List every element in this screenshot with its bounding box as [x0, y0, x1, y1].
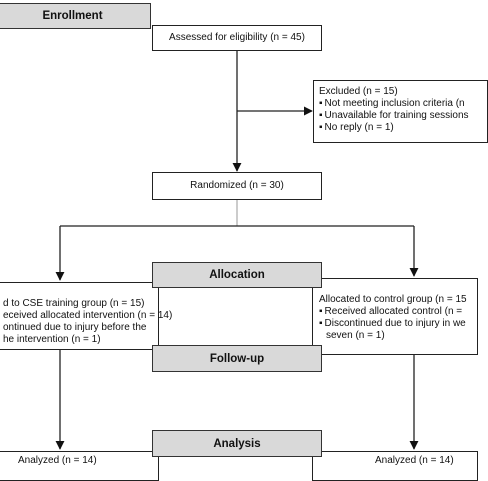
- consort-flow-diagram: Enrollment Assessed for eligibility (n =…: [0, 0, 474, 474]
- stage-enrollment-label: Enrollment: [42, 10, 103, 22]
- stage-followup-label: Follow-up: [209, 352, 265, 365]
- control-continuation-text: seven (n = 1): [326, 330, 385, 341]
- control-allocation-box: Allocated to control group (n = 15 Recei…: [312, 278, 478, 355]
- intervention-detail-line: he intervention (n = 1): [3, 334, 101, 345]
- control-allocated-text: Allocated to control group (n = 15: [319, 294, 467, 305]
- assessed-text: Assessed for eligibility (n = 45): [169, 32, 305, 43]
- randomized-text: Randomized (n = 30): [190, 180, 284, 191]
- intervention-allocated-text: d to CSE training group (n = 15): [3, 298, 145, 309]
- stage-analysis-label: Analysis: [213, 437, 261, 450]
- intervention-analyzed-box: Analyzed (n = 14): [0, 451, 159, 481]
- control-analyzed-box: Analyzed (n = 14): [312, 451, 478, 481]
- excluded-item: No reply (n = 1): [319, 122, 487, 134]
- stage-followup: Follow-up: [152, 345, 322, 372]
- intervention-allocation-box: d to CSE training group (n = 15) eceived…: [0, 282, 173, 350]
- intervention-detail-line: ontinued due to injury before the: [3, 322, 147, 333]
- control-item: Received allocated control (n =: [319, 306, 477, 318]
- excluded-list: Not meeting inclusion criteria (n Unavai…: [319, 98, 487, 134]
- excluded-item: Not meeting inclusion criteria (n: [319, 98, 487, 110]
- connector-lines: [55, 51, 419, 450]
- excluded-box: Excluded (n = 15) Not meeting inclusion …: [313, 80, 488, 143]
- stage-analysis: Analysis: [152, 430, 322, 457]
- stage-allocation-label: Allocation: [209, 269, 265, 281]
- intervention-detail-line: eceived allocated intervention (n = 14): [3, 310, 173, 321]
- stage-enrollment: Enrollment: [0, 3, 151, 29]
- excluded-title: Excluded (n = 15): [319, 86, 398, 97]
- control-item: Discontinued due to injury in we: [319, 318, 477, 330]
- control-analyzed-text: Analyzed (n = 14): [375, 455, 454, 466]
- control-list: Received allocated control (n = Disconti…: [319, 306, 477, 330]
- excluded-item: Unavailable for training sessions: [319, 110, 487, 122]
- intervention-analyzed-text: Analyzed (n = 14): [18, 455, 97, 466]
- randomized-box: Randomized (n = 30): [152, 172, 322, 200]
- stage-allocation: Allocation: [152, 262, 322, 288]
- assessed-box: Assessed for eligibility (n = 45): [152, 25, 322, 51]
